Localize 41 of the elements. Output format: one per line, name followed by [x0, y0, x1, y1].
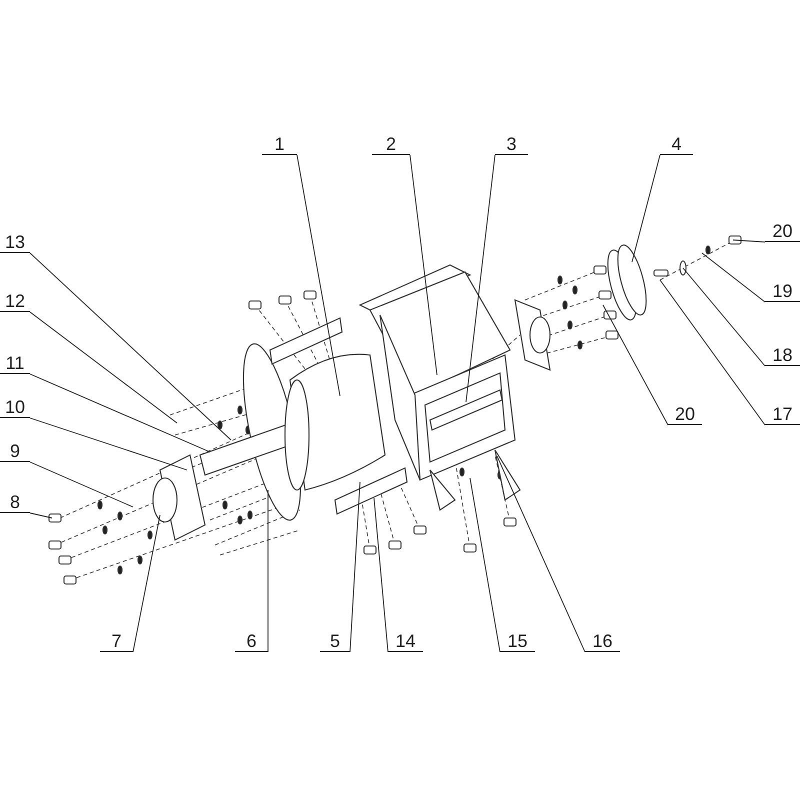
callout-number: 16 [585, 630, 620, 652]
leader-line [30, 462, 134, 508]
callout-number: 6 [235, 630, 268, 652]
callout-number: 5 [320, 630, 350, 652]
callout-number: 10 [0, 396, 30, 418]
leader-line [602, 304, 668, 426]
leader-line [30, 418, 188, 470]
callout-number: 18 [765, 344, 800, 366]
callout-number: 7 [100, 630, 133, 652]
leader-line [682, 268, 766, 366]
leader-line [702, 252, 766, 302]
callout-number: 13 [0, 231, 30, 253]
callout-number: 3 [495, 133, 528, 155]
leader-line [30, 374, 210, 452]
callout-number: 15 [500, 630, 535, 652]
leader-line [632, 154, 660, 262]
leader-line [132, 514, 160, 652]
leader-line [466, 154, 496, 402]
callout-number: 9 [0, 440, 30, 462]
callout-number: 11 [0, 352, 30, 374]
callout-number: 8 [0, 491, 30, 513]
callout-number: 14 [388, 630, 423, 652]
callout-number: 20 [765, 220, 800, 242]
callout-number: 12 [0, 290, 30, 312]
leader-line [660, 280, 766, 426]
callout-number: 20 [668, 403, 702, 425]
leader-line [30, 312, 178, 424]
leader-line [496, 456, 586, 652]
callout-number: 19 [765, 280, 800, 302]
leader-line [296, 154, 340, 396]
leader-line [732, 240, 766, 242]
leader-line [470, 478, 500, 652]
callout-number: 4 [660, 133, 693, 155]
leader-line [30, 512, 52, 518]
leader-line [410, 154, 438, 376]
callout-number: 17 [765, 403, 800, 425]
leader-line [374, 498, 388, 652]
callout-number: 1 [262, 133, 297, 155]
callout-number: 2 [372, 133, 410, 155]
leader-line [30, 252, 232, 440]
leader-line [350, 482, 360, 652]
